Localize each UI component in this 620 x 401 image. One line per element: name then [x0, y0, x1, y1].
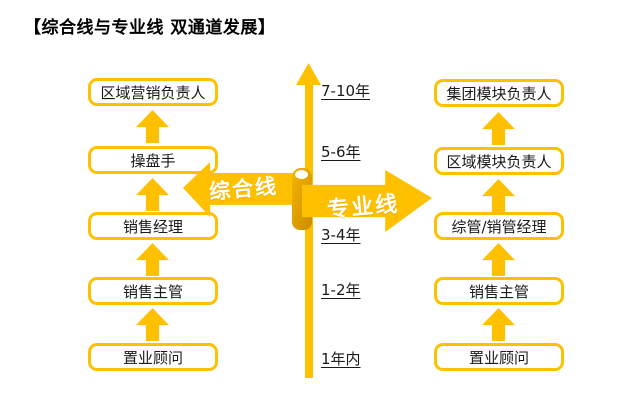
tenure-label-5-6y: 5-6年 [321, 143, 361, 161]
professional-line-label: 专业线 [326, 191, 401, 224]
tenure-label-under-1y: 1年内 [321, 350, 361, 368]
right-role-box-sales-supervisor: 销售主管 [434, 277, 564, 305]
left-role-box-project-operator: 操盘手 [88, 146, 218, 174]
up-arrow-icon [482, 243, 515, 276]
up-arrow-icon [136, 308, 169, 341]
page-title: 【综合线与专业线 双通道发展】 [24, 18, 276, 38]
tenure-label-1-2y: 1-2年 [321, 281, 361, 299]
left-role-box-sales-supervisor: 销售主管 [88, 277, 218, 305]
left-role-box-property-consultant: 置业顾问 [88, 343, 218, 371]
left-role-box-regional-marketing-head: 区域营销负责人 [88, 78, 218, 106]
up-arrow-icon [136, 110, 169, 143]
timeline-axis [305, 80, 313, 378]
up-arrow-icon [482, 112, 515, 145]
right-role-box-property-consultant: 置业顾问 [434, 343, 564, 371]
comprehensive-line-label: 综合线 [208, 174, 280, 204]
right-role-box-group-module-head: 集团模块负责人 [434, 79, 564, 107]
tenure-label-7-10y: 7-10年 [321, 82, 371, 100]
up-arrow-icon [482, 179, 515, 212]
right-role-box-regional-module-head: 区域模块负责人 [434, 147, 564, 175]
tenure-label-3-4y: 3-4年 [321, 226, 361, 244]
left-role-box-sales-manager: 销售经理 [88, 212, 218, 240]
right-role-box-admin-sales-manager: 综管/销管经理 [434, 212, 564, 240]
up-arrow-icon [482, 308, 515, 341]
up-arrow-icon [136, 243, 169, 276]
up-arrow-icon [136, 178, 169, 211]
